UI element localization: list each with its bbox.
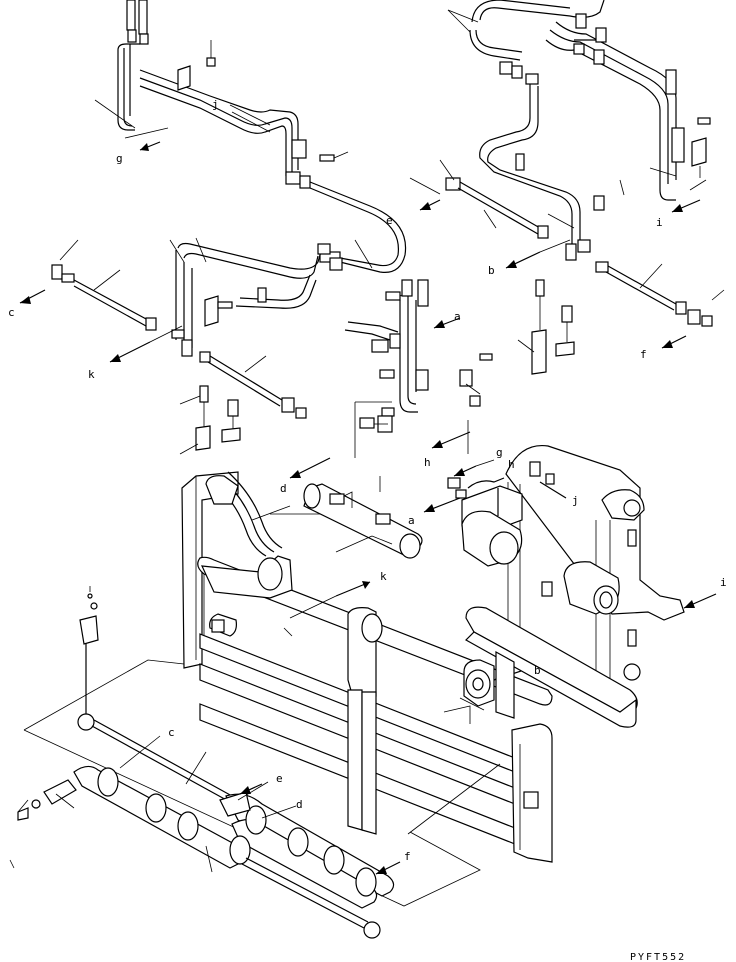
label-i-right: i [720, 576, 727, 589]
label-f-right: f [640, 348, 647, 361]
label-h-mid: h [424, 456, 431, 469]
label-a-mid: a [408, 514, 415, 527]
top-right-hose-group [447, 0, 711, 261]
left-small-bracket-group [179, 385, 331, 479]
label-g-top: g [116, 152, 123, 165]
center-valve-group [344, 279, 493, 492]
main-frame [181, 471, 553, 863]
label-f-bottom: f [404, 850, 411, 863]
left-middle-hose-group [19, 237, 331, 419]
label-d-mid: d [280, 482, 287, 495]
label-b-right: b [534, 664, 541, 677]
label-e-top: e [386, 214, 393, 227]
label-d-bottom: d [296, 798, 303, 811]
label-j-top: j [212, 98, 219, 111]
label-e-bottom: e [276, 772, 283, 785]
top-left-hose-group [94, 0, 349, 176]
top-cylinder-a [303, 483, 461, 559]
hose-b-group [409, 159, 725, 375]
callout-labels: j g e c k b a i f d h g h j a k i b c e … [8, 98, 727, 962]
label-h-right: h [508, 458, 515, 471]
drawing-code: PYFT552 [630, 952, 686, 962]
label-c-bottom: c [168, 726, 175, 739]
label-g-mid: g [496, 446, 503, 459]
hose-e-group [285, 171, 413, 301]
label-k-left: k [88, 368, 95, 381]
label-i-top: i [656, 216, 663, 229]
label-b-top: b [488, 264, 495, 277]
label-k-frame: k [380, 570, 387, 583]
right-carriage [443, 444, 717, 728]
label-j-right: j [572, 494, 579, 507]
bottom-cylinder-assembly [9, 586, 501, 939]
label-c-left: c [8, 306, 15, 319]
label-a-top: a [454, 310, 461, 323]
